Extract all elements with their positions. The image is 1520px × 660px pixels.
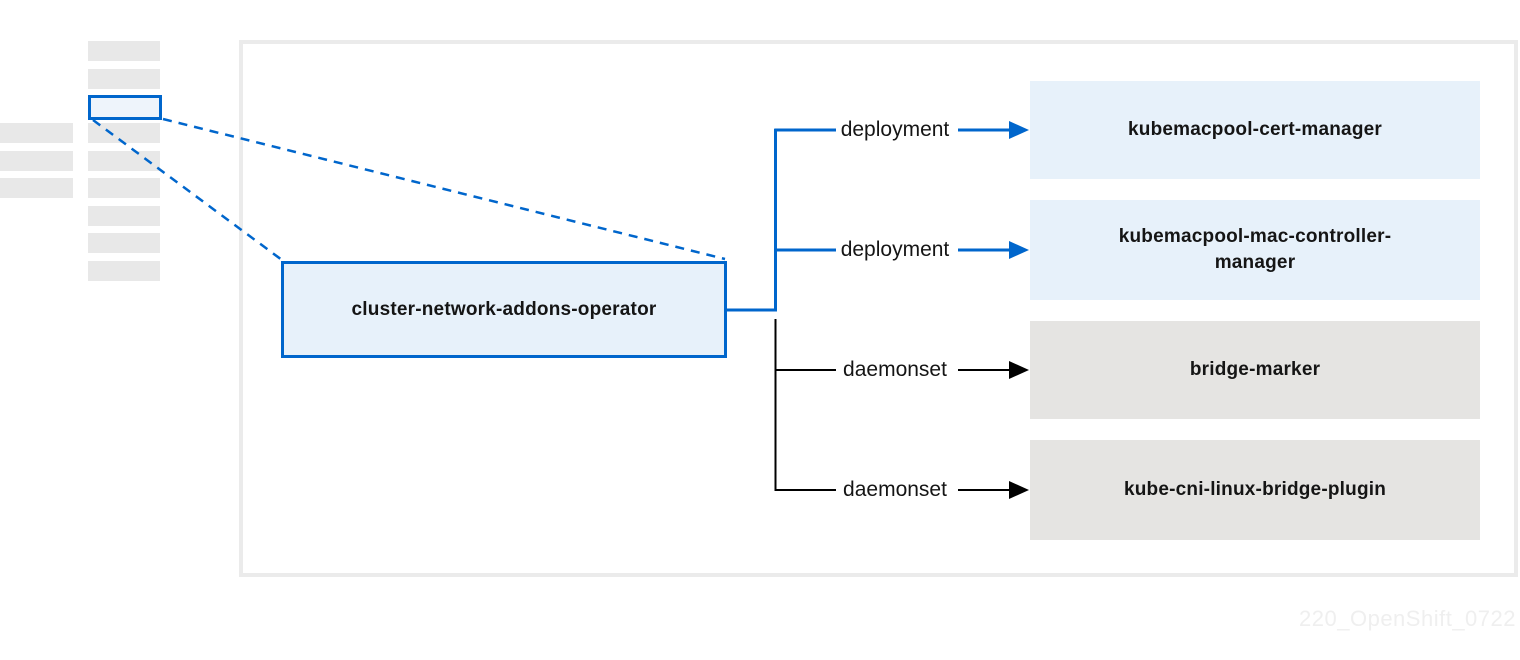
skeleton-bar	[88, 233, 160, 253]
branch-label-daemonset-1: daemonset	[843, 358, 947, 381]
skeleton-bar	[88, 123, 160, 143]
operator-node: cluster-network-addons-operator	[281, 261, 727, 358]
branch-label-deployment-2: deployment	[840, 238, 950, 261]
target-node-kubemacpool-cert-manager: kubemacpool-cert-manager	[1030, 81, 1480, 179]
target-node-kubemacpool-mac-controller-manager: kubemacpool-mac-controller- manager	[1030, 200, 1480, 300]
skeleton-bar	[0, 151, 73, 171]
skeleton-bar-highlighted	[88, 95, 162, 120]
watermark-text: 220_OpenShift_0722	[1299, 606, 1516, 631]
target-node-kube-cni-linux-bridge-plugin: kube-cni-linux-bridge-plugin	[1030, 440, 1480, 540]
operator-node-label: cluster-network-addons-operator	[351, 298, 657, 320]
branch-label-deployment-1: deployment	[840, 118, 950, 141]
target-node-bridge-marker: bridge-marker	[1030, 321, 1480, 419]
skeleton-bar	[88, 261, 160, 281]
skeleton-bar	[0, 178, 73, 198]
skeleton-bar	[88, 178, 160, 198]
branch-label-daemonset-2: daemonset	[843, 478, 947, 501]
skeleton-bar	[88, 41, 160, 61]
skeleton-bar	[88, 69, 160, 89]
skeleton-bar	[88, 206, 160, 226]
skeleton-bar	[88, 151, 160, 171]
skeleton-bar	[0, 123, 73, 143]
